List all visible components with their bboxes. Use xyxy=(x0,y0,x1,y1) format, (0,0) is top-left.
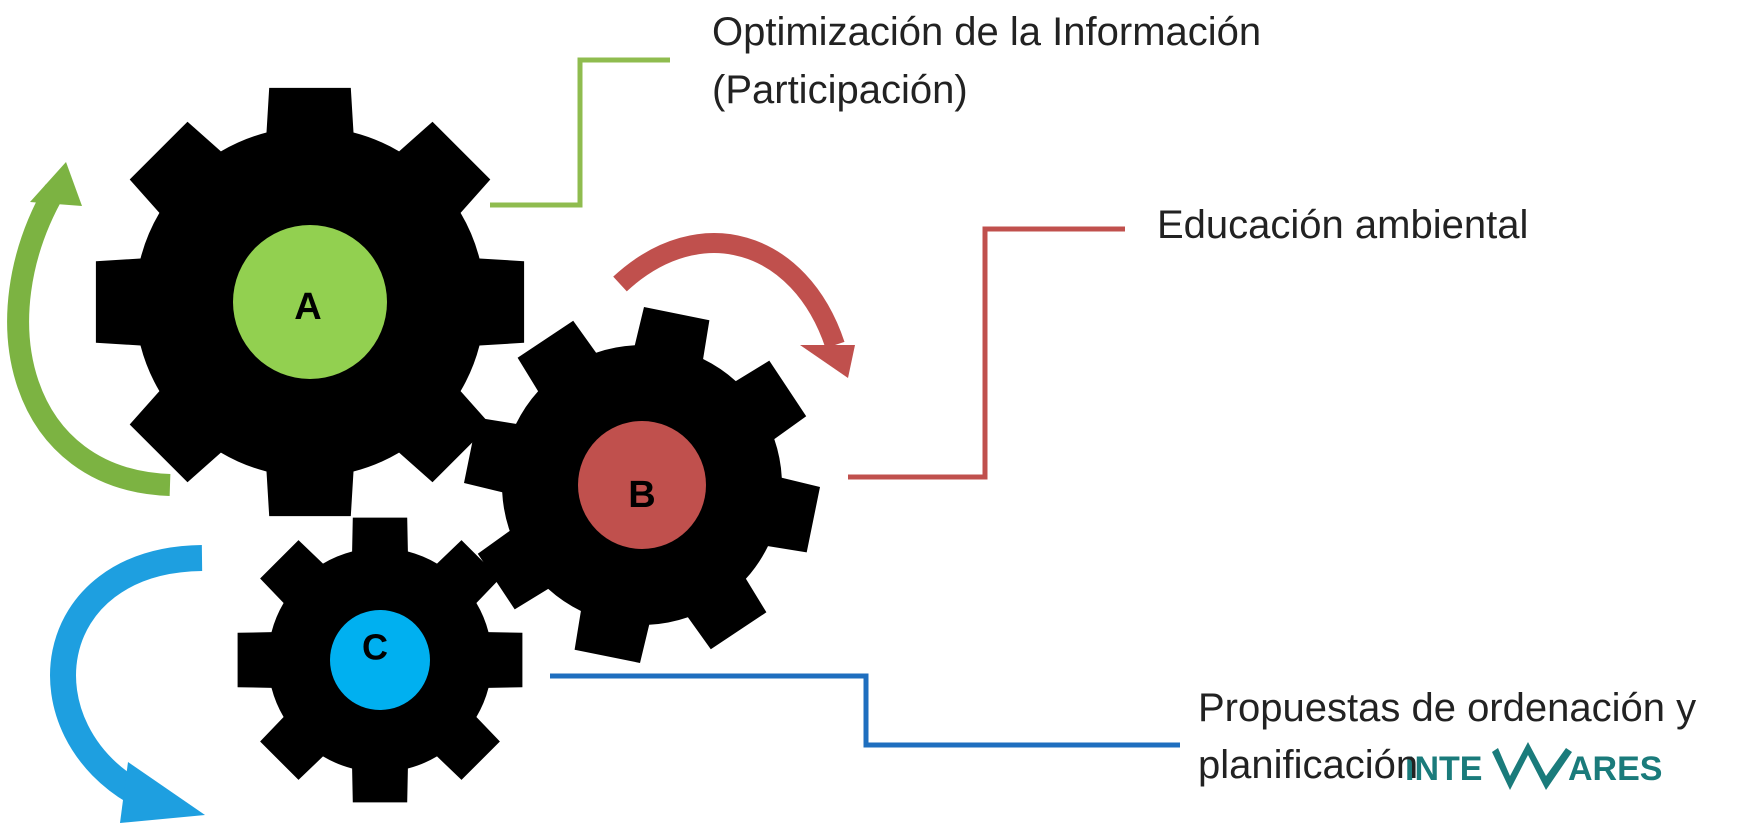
gear-a-letter: A xyxy=(294,286,321,328)
logo-wave-mark xyxy=(1492,742,1572,790)
label-c-line2: planificación xyxy=(1198,743,1419,787)
arrow-a-group xyxy=(7,162,171,496)
label-c-line1: Propuestas de ordenación y xyxy=(1198,686,1697,730)
gear-c: C xyxy=(237,517,523,803)
gear-b-letter: B xyxy=(628,474,655,516)
label-b-line1: Educación ambiental xyxy=(1157,203,1529,247)
gear-a: A xyxy=(95,87,525,517)
logo-text-left: INTE xyxy=(1405,750,1482,788)
logo-text-right: ARES xyxy=(1568,750,1662,788)
intemares-logo: INTE ARES xyxy=(1405,742,1662,790)
label-a-line1: Optimización de la Información xyxy=(712,10,1262,54)
arrow-a-head xyxy=(30,162,82,206)
arrow-b-head xyxy=(800,345,855,378)
arrow-c-shaft xyxy=(50,545,203,807)
arrow-c-group xyxy=(50,545,205,823)
gear-a-hub xyxy=(233,225,387,379)
arrow-c-head xyxy=(120,762,205,823)
label-a-line2: (Participación) xyxy=(712,68,968,112)
gear-b: B xyxy=(464,307,820,663)
gear-b-hub xyxy=(578,421,706,549)
gear-c-hub xyxy=(330,610,430,710)
arrow-b-group xyxy=(613,233,855,378)
arrow-a-shaft xyxy=(7,184,171,496)
gear-c-letter: C xyxy=(362,627,388,668)
connector-line-c xyxy=(550,673,1180,748)
arrow-b-shaft xyxy=(613,233,845,349)
connector-line-a xyxy=(490,57,670,208)
connector-line-b xyxy=(848,226,1125,480)
